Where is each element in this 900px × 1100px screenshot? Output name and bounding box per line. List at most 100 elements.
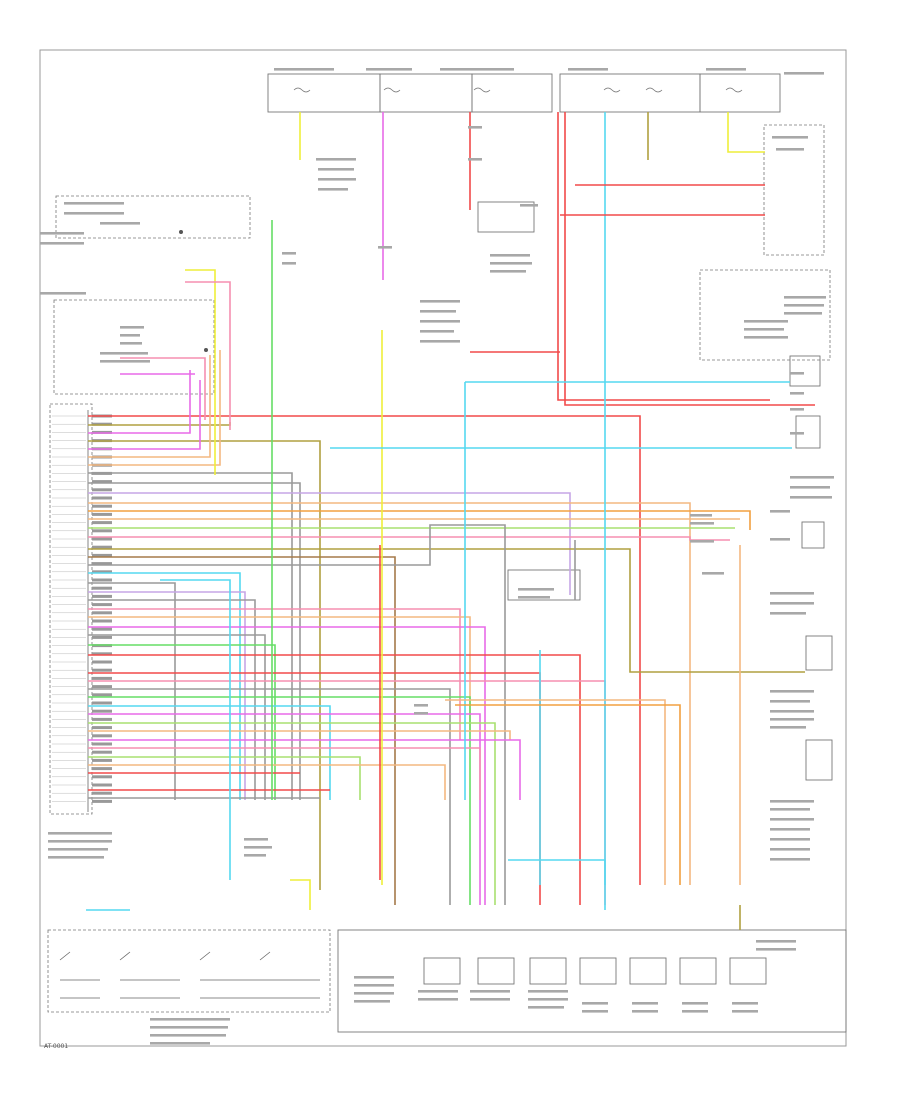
- label-mark: [790, 392, 804, 395]
- label-mark: [244, 846, 272, 849]
- label-mark: [784, 304, 824, 307]
- wire-peach-35: [88, 730, 511, 740]
- pin-label-mark: [92, 799, 112, 803]
- label-mark: [420, 330, 454, 333]
- pin-label-mark: [92, 603, 112, 607]
- pin-label-mark: [92, 693, 112, 697]
- wire-orange-61: [455, 704, 681, 885]
- pin-label-mark: [92, 480, 112, 484]
- wire-lime-38: [88, 756, 361, 800]
- label-mark: [790, 432, 804, 435]
- label-mark: [784, 72, 824, 75]
- label-mark: [64, 202, 124, 205]
- label-mark: [274, 68, 334, 71]
- label-mark: [414, 704, 428, 707]
- label-mark: [520, 204, 538, 207]
- wire-yellow-67: [185, 269, 216, 475]
- label-mark: [770, 858, 810, 861]
- label-mark: [490, 254, 530, 257]
- label-mark: [756, 948, 796, 951]
- wire-yellow-71: [290, 879, 311, 910]
- pin-label-mark: [92, 635, 112, 639]
- wire-red-0: [88, 415, 641, 885]
- pin-label-mark: [92, 496, 112, 500]
- wire-gray-30: [88, 688, 451, 905]
- wire-gray-25: [88, 634, 266, 800]
- label-mark: [316, 158, 356, 161]
- label-mark: [790, 486, 830, 489]
- wire-gray-8: [88, 482, 301, 800]
- pin-label-mark: [92, 611, 112, 615]
- label-mark: [732, 1002, 758, 1005]
- label-mark: [100, 222, 140, 225]
- pin-label-mark: [92, 726, 112, 730]
- label-mark: [64, 212, 124, 215]
- label-mark: [48, 856, 104, 859]
- wire-yellow-52: [727, 112, 765, 153]
- label-mark: [420, 300, 460, 303]
- label-mark: [150, 1018, 230, 1021]
- diagram-frame: [39, 49, 847, 1047]
- label-mark: [528, 1006, 564, 1009]
- label-mark: [40, 292, 86, 295]
- wire-red-28: [88, 672, 541, 905]
- pin-label-mark: [92, 758, 112, 762]
- label-mark: [582, 1002, 608, 1005]
- label-mark: [784, 296, 826, 299]
- label-mark: [418, 990, 458, 993]
- pin-label-mark: [92, 734, 112, 738]
- wire-red-48: [557, 112, 770, 401]
- wire-cyan-72: [508, 859, 606, 910]
- pin-label-mark: [92, 709, 112, 713]
- label-mark: [632, 1002, 658, 1005]
- label-mark: [770, 838, 810, 841]
- label-mark: [744, 320, 788, 323]
- fuse-symbols: [293, 87, 743, 93]
- label-mark: [318, 178, 356, 181]
- wire-pink-65: [120, 357, 206, 420]
- label-mark: [440, 68, 514, 71]
- pcm-connector: [49, 403, 93, 815]
- label-mark: [682, 1010, 708, 1013]
- pin-label-mark: [92, 619, 112, 623]
- wire-peach-60: [445, 699, 666, 885]
- label-mark: [770, 510, 790, 513]
- wire-pink-68: [185, 281, 231, 430]
- label-mark: [420, 340, 460, 343]
- pin-label-mark: [92, 742, 112, 746]
- pin-label-mark: [92, 529, 112, 533]
- pin-label-mark: [92, 685, 112, 689]
- wire-gray-7: [88, 472, 293, 800]
- pin-label-mark: [92, 652, 112, 656]
- wire-peach-5: [88, 355, 211, 458]
- pin-label-mark: [92, 717, 112, 721]
- label-mark: [706, 68, 746, 71]
- wire-orange-11: [88, 510, 751, 530]
- label-mark: [418, 998, 458, 1001]
- label-mark: [354, 1000, 390, 1003]
- label-mark: [48, 848, 108, 851]
- wire-gray-21: [88, 599, 256, 800]
- label-mark: [470, 998, 510, 1001]
- label-mark: [244, 838, 268, 841]
- footer-code: AT-0001: [44, 1043, 68, 1050]
- pin-label-mark: [92, 775, 112, 779]
- wire-pink-14: [88, 536, 730, 541]
- wire-olive-3: [88, 440, 321, 890]
- label-mark: [770, 612, 806, 615]
- pin-label-mark: [92, 676, 112, 680]
- pin-label-mark: [92, 668, 112, 672]
- label-mark: [48, 832, 112, 835]
- pin-label-mark: [92, 594, 112, 598]
- wire-magenta-4: [88, 380, 201, 450]
- label-mark: [756, 940, 796, 943]
- label-mark: [366, 68, 412, 71]
- label-mark: [244, 854, 266, 857]
- label-mark: [318, 168, 354, 171]
- label-mark: [354, 976, 394, 979]
- wire-peach-39: [88, 764, 446, 800]
- label-mark: [120, 342, 142, 345]
- left-top-components: [53, 195, 251, 395]
- label-mark: [528, 990, 568, 993]
- label-mark: [682, 1002, 708, 1005]
